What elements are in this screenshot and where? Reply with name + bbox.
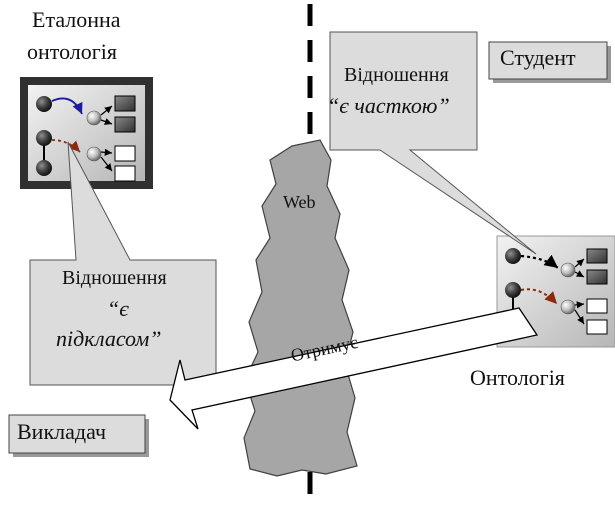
callout-part-of — [329, 31, 537, 255]
student-box — [488, 41, 608, 80]
callout-subclass-line3: підкласом” — [56, 326, 162, 351]
teacher-label: Викладач — [17, 419, 107, 444]
student-label: Студент — [500, 45, 576, 70]
web-cloud — [243, 139, 358, 477]
web-label: Web — [283, 192, 316, 212]
callout-part-of-line1: Відношення — [344, 64, 449, 86]
teacher-box — [8, 414, 146, 454]
receives-arrow — [169, 307, 539, 430]
reference-ontology-title-line1: Еталонна — [32, 7, 121, 32]
reference-ontology-title-line2: онтологія — [27, 39, 118, 64]
callout-subclass-line2: “є — [107, 296, 129, 321]
callout-subclass — [29, 141, 217, 386]
reference-ontology-box — [20, 77, 153, 189]
callout-subclass-line1: Відношення — [62, 267, 167, 289]
callout-part-of-line2: “є часткою” — [327, 93, 450, 118]
ontology-label: Онтологія — [470, 365, 565, 390]
